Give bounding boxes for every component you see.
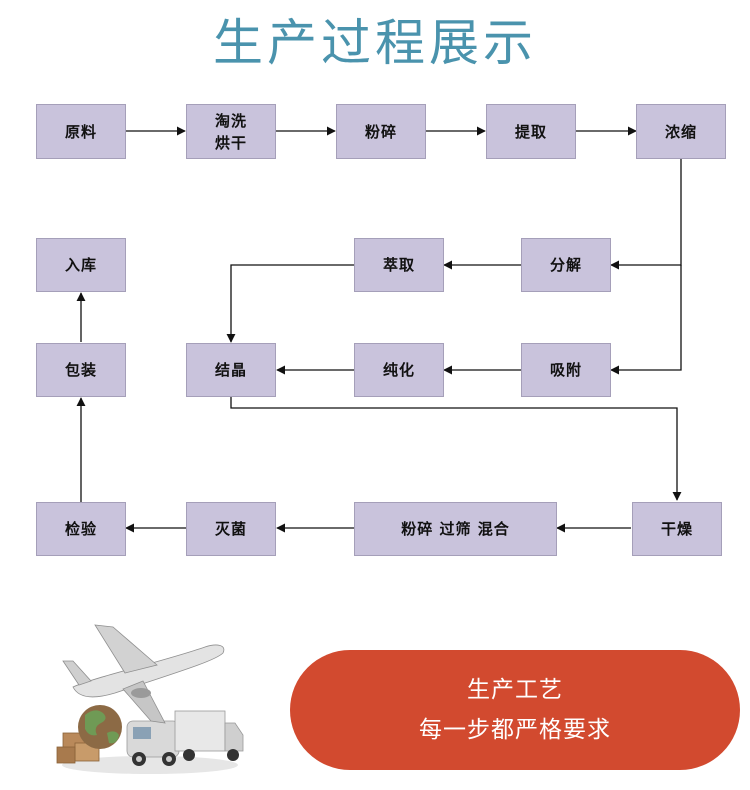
step-adsorb: 吸附 [521,343,611,397]
step-wash-dry: 淘洗 烘干 [186,104,276,159]
globe-icon [78,705,122,749]
logistics-illustration [56,624,244,774]
step-purify: 纯化 [354,343,444,397]
van-icon [126,720,180,766]
step-inspect: 检验 [36,502,126,556]
step-leach: 萃取 [354,238,444,292]
step-package: 包装 [36,343,126,397]
arrow-leach-to-crystallize [226,264,354,343]
arrow-crystallize-to-dry [230,396,682,501]
banner-line-1: 生产工艺 [467,677,563,703]
step-raw-material: 原料 [36,104,126,159]
step-dry: 干燥 [632,502,722,556]
process-banner: 生产工艺 每一步都严格要求 [290,650,740,770]
page-title: 生产过程展示 [213,14,537,72]
step-crystallize: 结晶 [186,343,276,397]
banner-line-2: 每一步都严格要求 [419,717,611,743]
truck-icon [174,710,244,761]
step-concentrate: 浓缩 [636,104,726,159]
step-warehouse: 入库 [36,238,126,292]
arrow-concentrate-to-decompose [610,159,682,270]
step-crush-sieve-mix: 粉碎 过筛 混合 [354,502,557,556]
arrow-concentrate-to-adsorb [610,265,682,375]
step-extract: 提取 [486,104,576,159]
airplane-icon [62,624,225,724]
step-decompose: 分解 [521,238,611,292]
step-crush: 粉碎 [336,104,426,159]
step-sterilize: 灭菌 [186,502,276,556]
